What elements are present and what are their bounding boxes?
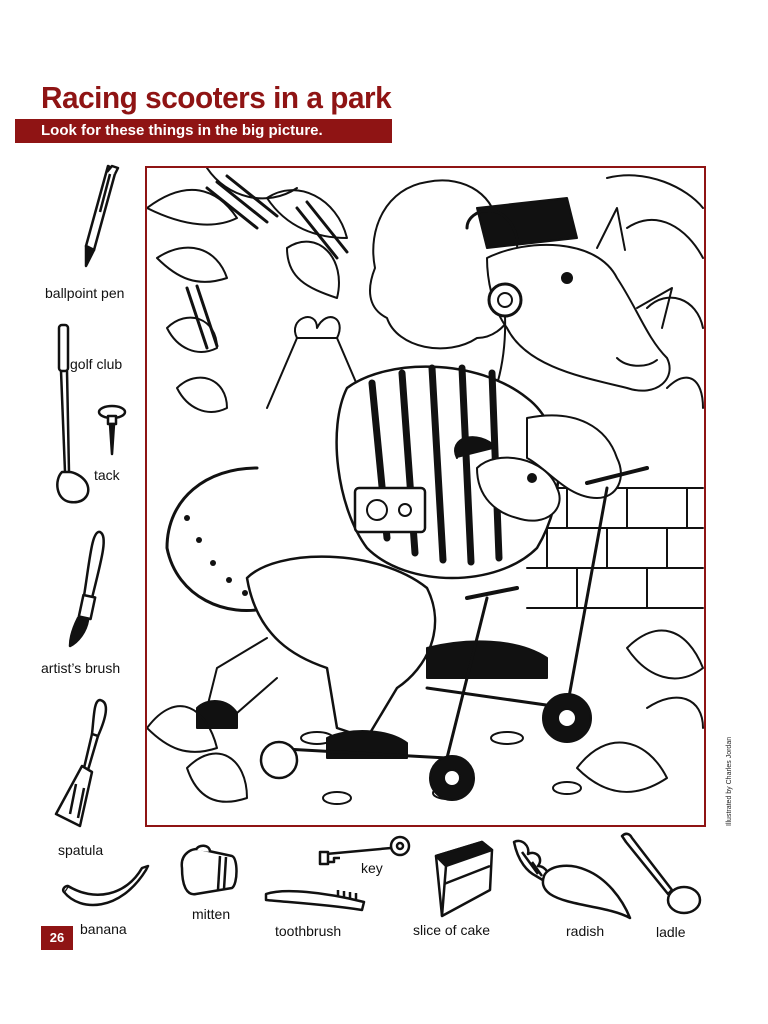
label-banana: banana [80,921,127,937]
mitten-icon [176,844,240,905]
label-radish: radish [566,923,605,939]
page-number: 26 [41,926,73,950]
banana-icon [60,862,152,919]
instruction-text: Look for these things in the big picture… [41,122,323,139]
label-artists-brush: artist’s brush [41,660,121,676]
scene-drawing [147,168,704,805]
hidden-picture-scene [145,166,706,827]
label-ladle: ladle [656,924,686,940]
ladle-icon [618,830,706,923]
artists-brush-icon [62,528,112,655]
label-slice-of-cake: slice of cake [413,922,491,938]
label-golf-club: golf club [70,356,123,372]
label-ballpoint-pen: ballpoint pen [45,285,125,301]
golf-club-icon [48,322,94,513]
ballpoint-pen-icon [74,162,124,277]
label-tack: tack [94,467,120,483]
spatula-icon [52,696,116,835]
label-spatula: spatula [58,842,104,858]
illustrator-credit: Illustrated by Charles Jordan [726,736,733,826]
label-toothbrush: toothbrush [275,923,342,939]
label-key: key [361,860,383,876]
label-mitten: mitten [192,906,231,922]
radish-icon [508,836,634,927]
toothbrush-icon [264,886,368,923]
instruction-banner: Look for these things in the big picture… [15,119,392,143]
slice-of-cake-icon [432,838,496,925]
tack-icon [96,402,128,465]
key-icon [318,834,414,873]
page-title: Racing scooters in a park [41,80,392,115]
